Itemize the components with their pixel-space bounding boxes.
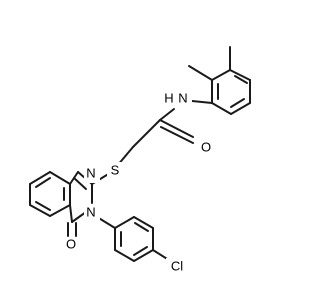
- quinazolinone-core: [29, 171, 93, 237]
- bond: [133, 216, 154, 229]
- bond: [49, 171, 71, 185]
- bond: [159, 108, 175, 121]
- bond: [73, 177, 87, 190]
- chlorine-label: Cl: [171, 259, 183, 274]
- oxygen-amide-label: O: [201, 140, 211, 155]
- bond: [35, 201, 51, 211]
- bond: [211, 69, 231, 81]
- bond: [35, 177, 51, 188]
- bond: [133, 246, 148, 256]
- molecule-structure-diagram: N H O S N N O Cl: [29, 46, 251, 274]
- bond: [132, 119, 161, 148]
- bond: [159, 119, 194, 138]
- bond: [211, 102, 232, 115]
- nitrogen-ring-1-label: N: [86, 166, 95, 181]
- bond: [114, 249, 135, 262]
- hydrogen-amide-label: H: [164, 91, 173, 106]
- bond: [133, 249, 154, 262]
- dimethylphenyl-ring: [188, 46, 251, 115]
- bond: [69, 204, 73, 223]
- bond: [160, 126, 194, 144]
- bond: [29, 204, 51, 217]
- bond: [191, 100, 213, 104]
- chlorophenyl-ring: [96, 216, 173, 263]
- bond: [134, 222, 149, 232]
- bond: [29, 171, 51, 185]
- sulfur-label: S: [111, 163, 120, 178]
- nitrogen-ring-3-label: N: [86, 205, 95, 220]
- nitrogen-amide-label: N: [178, 91, 187, 106]
- bond: [229, 69, 251, 81]
- bond: [69, 171, 79, 185]
- atom-labels: N H O S N N O Cl: [62, 91, 214, 274]
- bond: [234, 75, 248, 84]
- bond: [230, 98, 245, 108]
- bond: [188, 65, 213, 81]
- oxygen-ketone-label: O: [66, 237, 76, 252]
- bond: [71, 211, 87, 223]
- bond: [230, 102, 251, 115]
- bond: [114, 216, 135, 229]
- bond: [49, 204, 71, 217]
